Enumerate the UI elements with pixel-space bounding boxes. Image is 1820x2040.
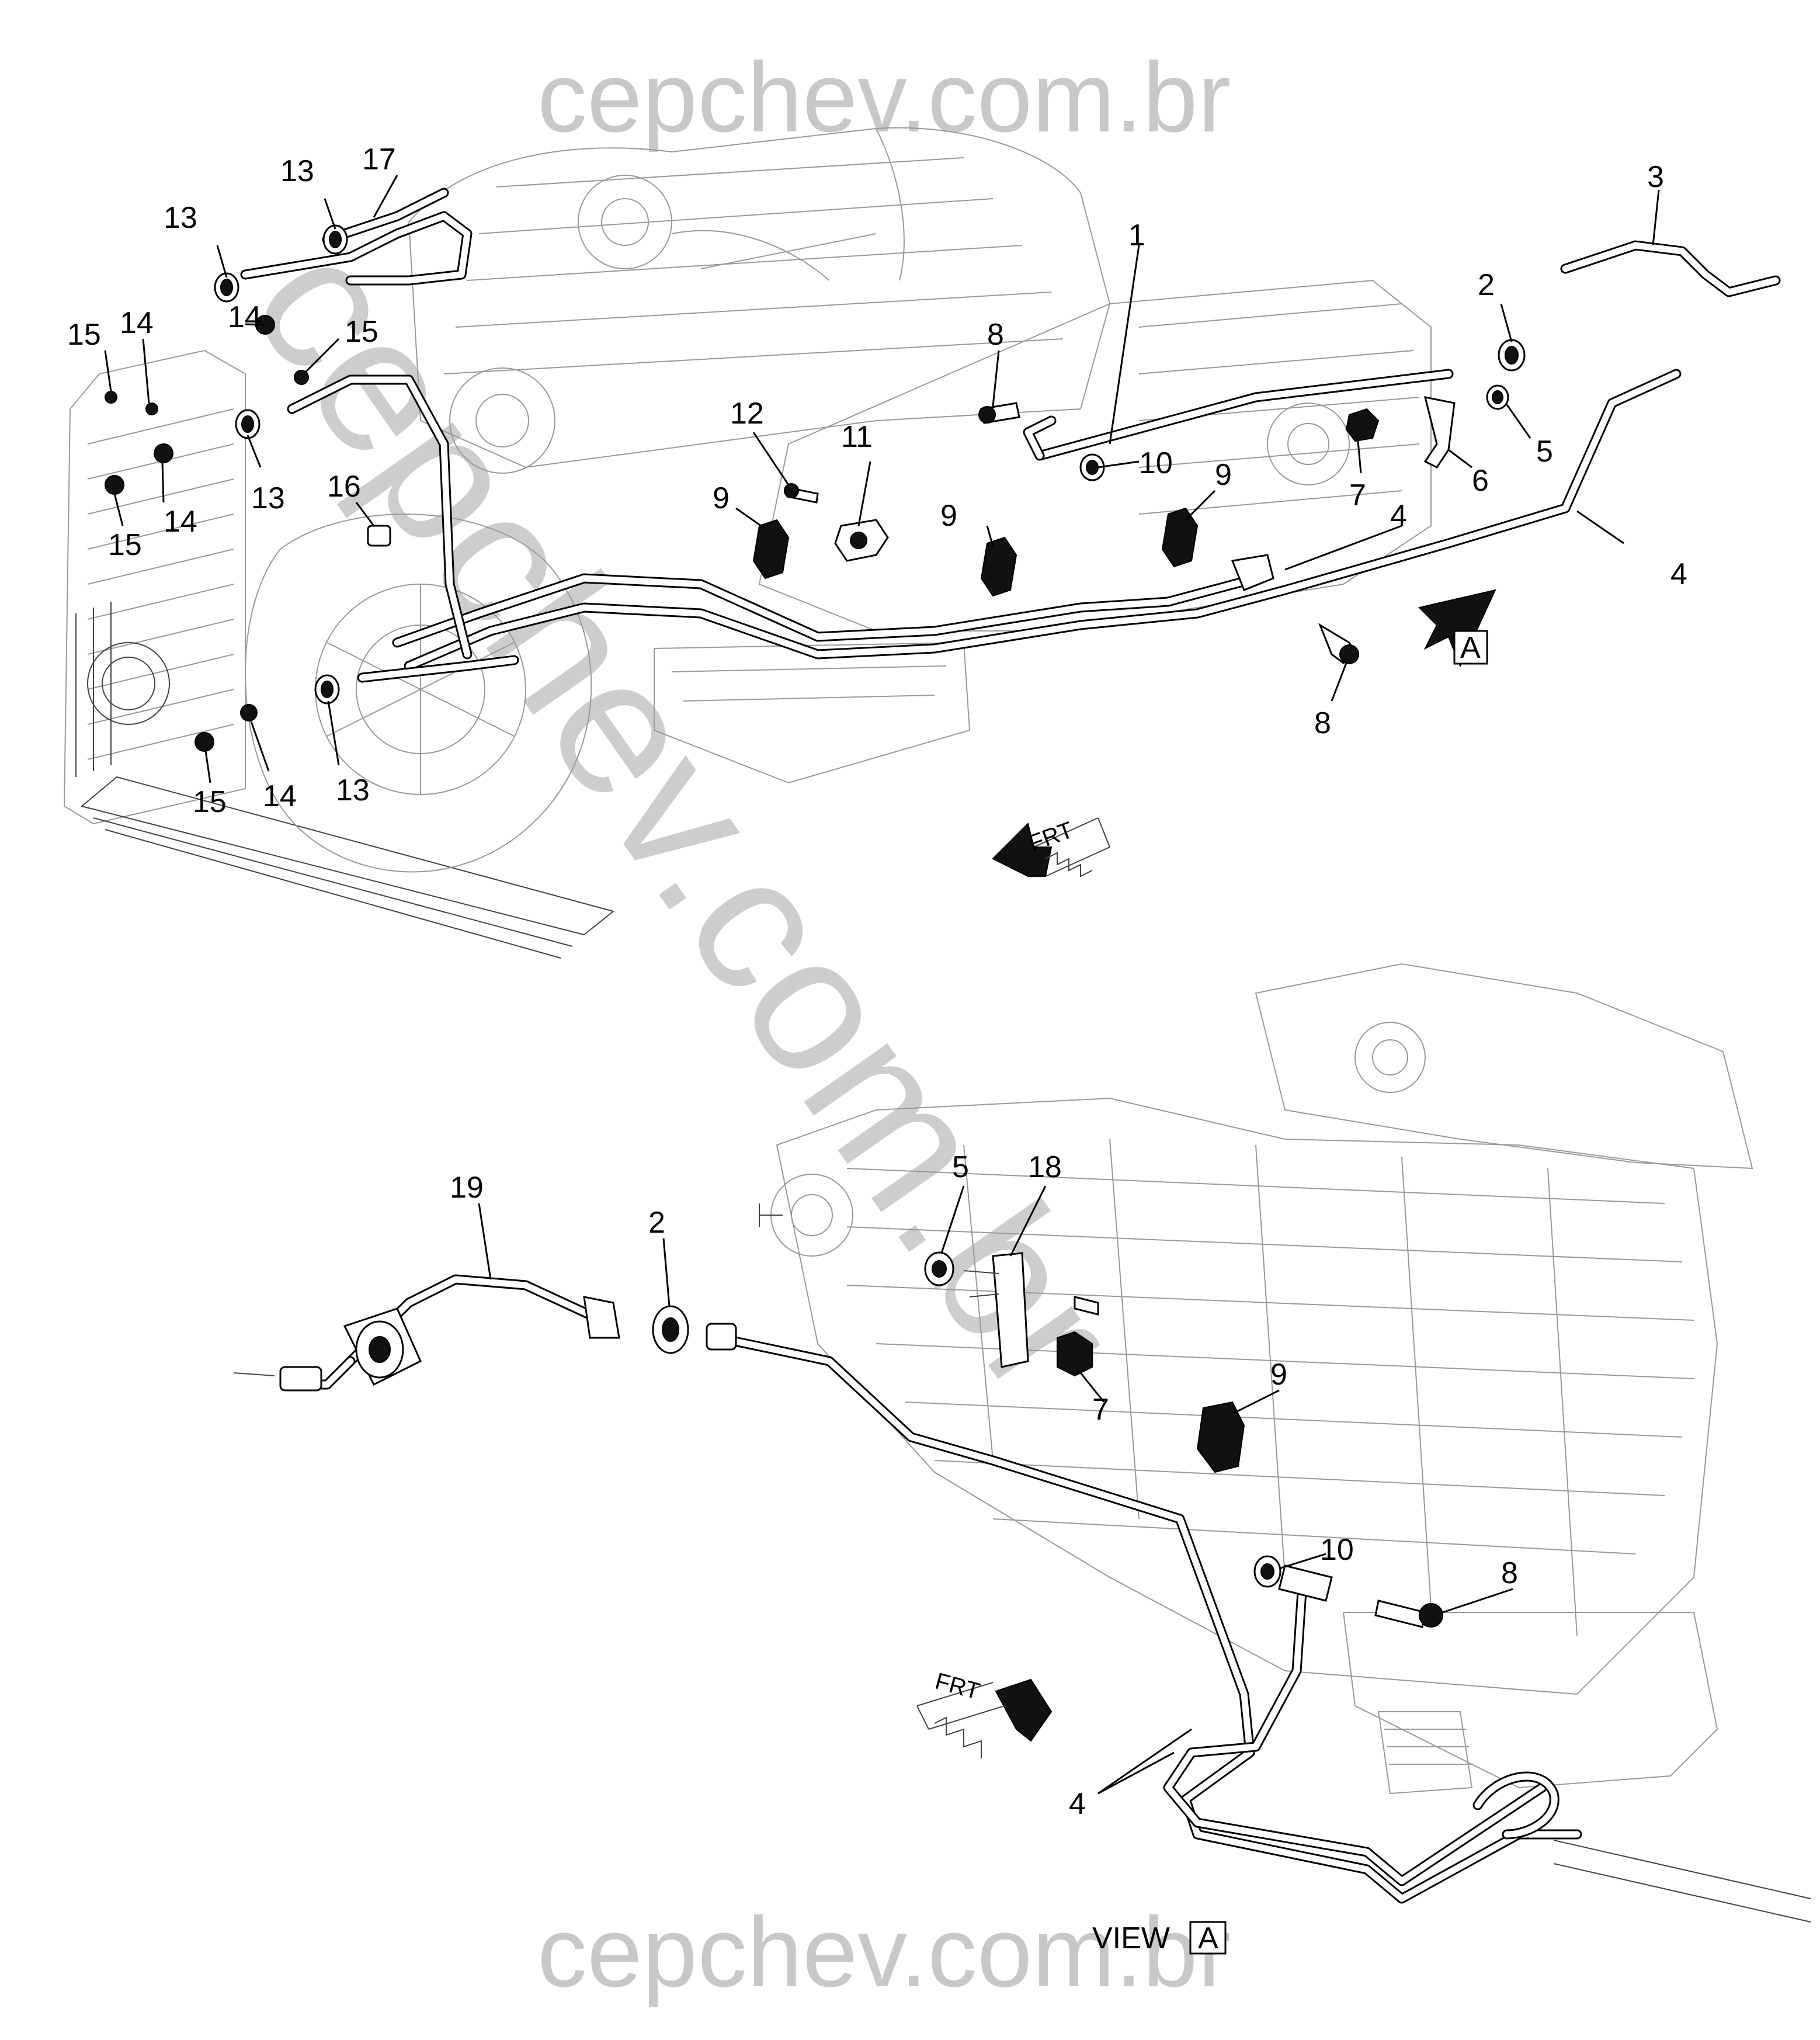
callout-2-bottom: 2	[648, 1206, 665, 1240]
frt-arrow-top: FRT	[992, 817, 1110, 877]
view-a-arrow: A	[1418, 589, 1496, 668]
cooler-lines-top	[240, 188, 1781, 683]
callout-2-top: 2	[1478, 268, 1495, 302]
callout-17-top: 17	[362, 143, 396, 176]
callout-18-bottom: 18	[1028, 1150, 1062, 1184]
callout-1-top: 1	[1128, 218, 1145, 252]
callout-8-bottom: 8	[1501, 1556, 1518, 1590]
callout-9-top-c: 9	[1215, 458, 1232, 492]
hardware-top	[105, 224, 1526, 752]
callout-14-top-d: 14	[263, 779, 297, 813]
transmission-view-a	[759, 963, 1811, 1923]
callout-14-top-c: 14	[164, 505, 197, 539]
callout-13-top-a: 13	[164, 201, 197, 235]
callouts-top: 1 2 3 4 4 5 6 7 8 8 9 9 9 9 10 11 12 13 …	[67, 143, 1687, 819]
callout-8-top-b: 8	[1314, 706, 1331, 740]
callout-10-top: 10	[1139, 446, 1173, 480]
view-label-text: VIEW	[1092, 1921, 1170, 1955]
frt-arrow-bottom: FRT	[916, 1668, 1053, 1758]
callout-5-top: 5	[1536, 435, 1553, 469]
callout-12-top: 12	[730, 397, 764, 431]
callout-8-top-a: 8	[987, 318, 1004, 352]
callout-13-top-c: 13	[251, 481, 285, 515]
callout-9-bottom: 9	[1270, 1358, 1287, 1392]
callout-9-top-b: 9	[940, 499, 957, 533]
callout-15-top-c: 15	[108, 528, 142, 562]
leaders-bottom	[478, 1185, 1513, 1795]
callout-15-top-b: 15	[345, 315, 378, 349]
leaders-top	[104, 175, 1660, 783]
callout-6-top: 6	[1472, 464, 1489, 498]
callout-15-top-d: 15	[193, 785, 227, 819]
view-a-label: VIEW A	[1092, 1921, 1227, 1955]
callout-19-bottom: 19	[450, 1171, 484, 1205]
callout-13-top-b: 13	[280, 154, 314, 188]
callout-9-top-a: 9	[713, 481, 730, 515]
callout-4-top-b: 4	[1670, 557, 1687, 591]
cooler-lines-bottom	[287, 1274, 1582, 1904]
view-arrow-letter: A	[1460, 631, 1481, 665]
watermark-bottom: cepchev.com.br	[537, 1897, 1231, 2008]
callout-10-bottom: 10	[1320, 1533, 1354, 1567]
callouts-bottom: 2 4 5 7 8 9 10 18 19	[450, 1150, 1518, 1821]
callout-5-bottom: 5	[952, 1150, 969, 1184]
callout-7-bottom: 7	[1092, 1393, 1109, 1427]
watermark-diagonal: cepchev.com.br	[211, 204, 1161, 1431]
callout-16-top: 16	[327, 470, 361, 504]
callout-14-top-a: 14	[120, 306, 154, 340]
callout-4-top-a: 4	[1390, 499, 1407, 533]
hardware-bottom	[233, 1251, 1443, 1628]
callout-4-bottom: 4	[1069, 1787, 1086, 1821]
callout-3-top: 3	[1647, 160, 1664, 194]
callout-15-top-a: 15	[67, 318, 101, 352]
callout-14-top-b: 14	[228, 300, 262, 334]
callout-13-top-d: 13	[336, 773, 370, 807]
callout-11-top: 11	[841, 420, 873, 454]
view-label-box-letter: A	[1198, 1921, 1218, 1955]
engine-assembly-top	[63, 127, 1432, 959]
callout-7-top: 7	[1349, 478, 1366, 512]
watermark-top: cepchev.com.br	[537, 42, 1231, 153]
